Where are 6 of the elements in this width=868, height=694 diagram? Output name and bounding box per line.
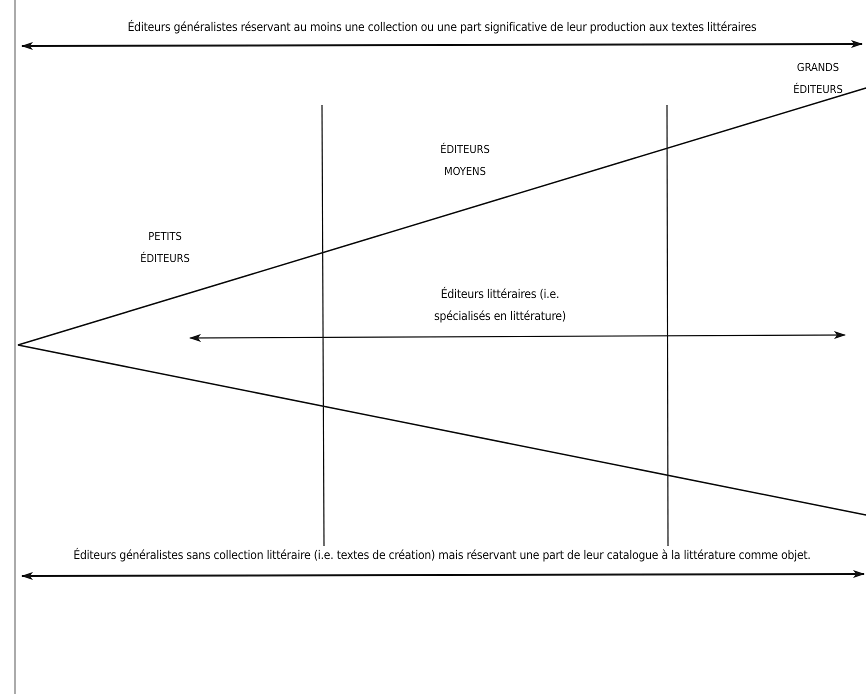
range-label: Éditeurs généralistes sans collection littéraire (i.e. textes de création) mais réservant une part de leur catalogue à la littérature comme objet. [72,546,812,564]
range-label: Éditeurs généralistes réservant au moins une collection ou une part significative de leur production aux textes littéraires [126,18,758,36]
group-label: PETITS ÉDITEURS [139,229,191,267]
range-label: Éditeurs littéraires (i.e. spécialisés en littérature) [433,286,567,325]
group-label: GRANDS ÉDITEURS [792,60,844,98]
group-label: ÉDITEURS MOYENS [439,142,491,180]
